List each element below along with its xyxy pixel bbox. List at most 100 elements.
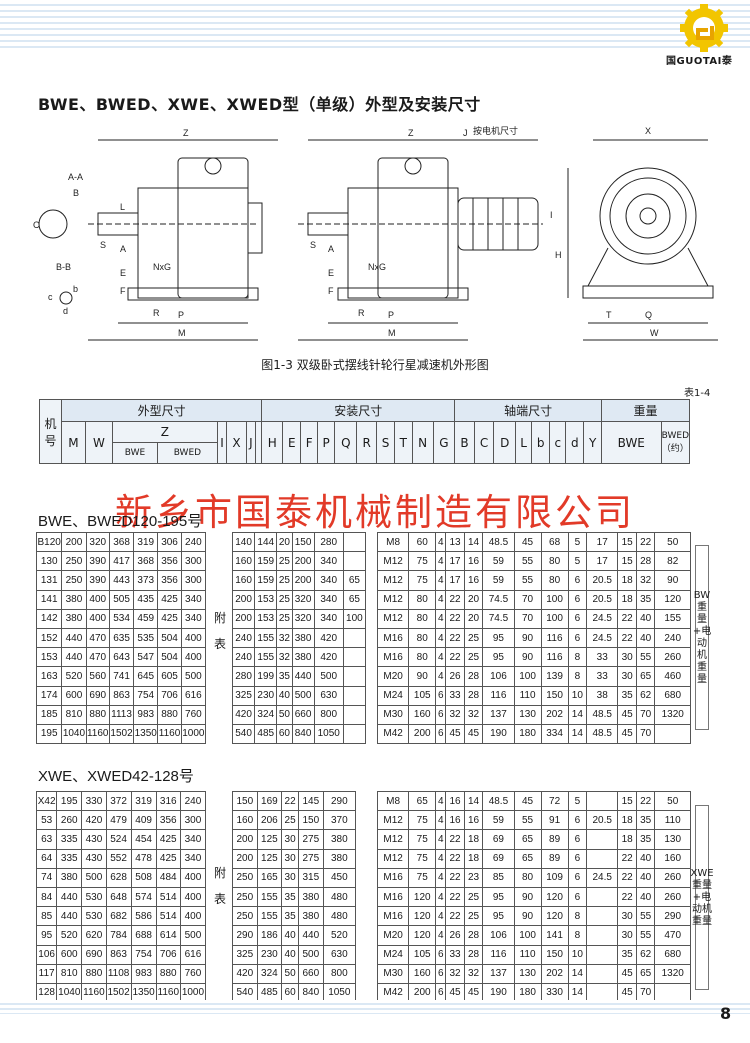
table-cell: 530	[81, 906, 107, 927]
table-cell: 65	[342, 570, 367, 591]
table-cell: 340	[313, 551, 344, 572]
table-cell: 106	[35, 944, 58, 965]
col-J: J	[245, 421, 257, 464]
table-cell: 630	[322, 944, 357, 965]
table-cell	[586, 906, 619, 927]
table-cell: 880	[155, 963, 181, 984]
table-cell: 22	[445, 647, 465, 668]
table-cell: 200	[291, 551, 315, 572]
table-cell: 72	[540, 790, 569, 812]
table-cell: 33	[586, 666, 619, 687]
table-cell: 109	[540, 867, 569, 888]
table-cell: 100	[540, 589, 569, 610]
table-cell: 120	[408, 906, 437, 927]
table-cell: 335	[56, 848, 83, 869]
table-cell: 22	[617, 886, 637, 908]
table-cell: 50	[281, 963, 300, 984]
table-cell: 6	[435, 723, 447, 745]
table-cell: 45	[617, 704, 637, 725]
table-cell: 20	[463, 608, 484, 629]
table-cell: 95	[482, 906, 515, 927]
table-cell: 4	[435, 906, 447, 927]
svg-text:S: S	[310, 240, 316, 250]
table-cell: 6	[567, 627, 588, 649]
table-cell: 616	[179, 944, 207, 965]
table-cell: M16	[376, 627, 410, 649]
table-cell: 1160	[81, 982, 107, 1004]
table-cell: M12	[376, 570, 410, 591]
table-cell: 45	[617, 723, 637, 745]
svg-text:c: c	[48, 292, 53, 302]
table-cell: 155	[254, 647, 278, 668]
table-cell: 45	[463, 723, 484, 745]
table-cell: 95	[35, 925, 58, 946]
table-cell: 6	[435, 685, 447, 706]
table-cell: 40	[635, 848, 656, 869]
table-cell: 35	[635, 829, 656, 850]
table-cell: 250	[232, 867, 258, 888]
table-cell: 460	[654, 666, 691, 687]
svg-text:Q: Q	[645, 310, 652, 320]
table-cell: 100	[513, 925, 542, 946]
table-cell: 200	[231, 589, 256, 610]
table-cell: 340	[180, 608, 207, 629]
table-cell: 70	[513, 589, 542, 610]
table-cell: 409	[130, 810, 157, 831]
table-cell: 22	[445, 608, 465, 629]
table-cell: 880	[85, 704, 110, 725]
table-cell: 356	[157, 551, 182, 572]
table-cell: 15	[617, 531, 637, 553]
table-cell: 547	[133, 647, 159, 668]
table-cell: 137	[482, 963, 515, 984]
table-cell: 1502	[105, 982, 132, 1004]
table-cell: 425	[157, 589, 182, 610]
table-cell: M30	[376, 704, 410, 725]
col-P: P	[316, 421, 336, 464]
table-cell: 55	[635, 925, 656, 946]
table-cell: 4	[435, 627, 447, 649]
table-cell: M24	[376, 685, 410, 706]
table-cell: 356	[155, 810, 181, 831]
table-cell: 145	[298, 790, 324, 812]
table-cell: 1320	[654, 963, 691, 984]
table-cell: 35	[276, 666, 293, 687]
table-cell: 300	[180, 551, 207, 572]
table-cell: 62	[635, 944, 656, 965]
table-cell: 250	[232, 886, 258, 908]
table-cell: 400	[180, 627, 207, 649]
table-cell: 635	[108, 627, 135, 649]
company-watermark: 新乡市国泰机械制造有限公司	[115, 491, 635, 534]
table-cell: 430	[81, 829, 107, 850]
table-cell: 116	[482, 685, 515, 706]
table-cell: 4	[435, 790, 447, 812]
table-cell: 20.5	[586, 810, 619, 831]
table-cell: 520	[61, 666, 87, 687]
table-cell: 202	[540, 704, 569, 725]
col-T: T	[394, 421, 413, 464]
svg-text:R: R	[153, 308, 160, 318]
table-cell: 150	[540, 944, 569, 965]
table-cell: 75	[408, 848, 437, 869]
table-cell: M16	[376, 886, 410, 908]
table-cell: 25	[463, 647, 484, 668]
table-cell: 22	[445, 627, 465, 649]
table-cell: 40	[635, 627, 656, 649]
table-cell: 500	[291, 685, 315, 706]
table-cell: 141	[540, 925, 569, 946]
table-cell: 372	[105, 790, 132, 812]
table-cell: 340	[179, 829, 207, 850]
table-cell: 35	[281, 886, 300, 908]
table-cell: 25	[463, 627, 484, 649]
table-cell: 91	[540, 810, 569, 831]
table-cell: 25	[276, 608, 293, 629]
table-cell: 25	[281, 810, 300, 831]
table-cell: 863	[108, 685, 135, 706]
table-cell: 470	[85, 627, 110, 649]
